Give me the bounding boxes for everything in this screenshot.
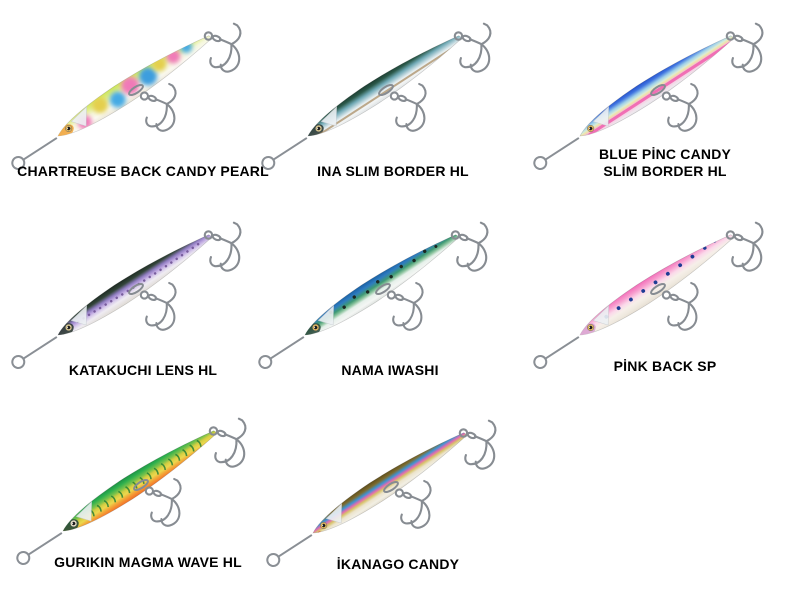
gill-flash <box>317 305 334 326</box>
lure-label-line: INA SLIM BORDER HL <box>317 163 469 179</box>
nose-wire <box>22 336 58 360</box>
treble-hook-icon <box>661 281 699 331</box>
nose-wire <box>22 137 58 161</box>
lure-body <box>304 234 459 336</box>
treble-hook-icon <box>389 82 427 132</box>
lure-image-pink-back-sp <box>533 221 764 369</box>
hook-hanger-icon <box>133 478 149 492</box>
treble-hook-icon <box>386 281 424 331</box>
lure-label-katakuchi-lens-hl: KATAKUCHI LENS HL <box>8 362 278 379</box>
lure-cell-katakuchi-lens-hl: KATAKUCHI LENS HL <box>0 199 270 399</box>
lure-image-blue-pinc-candy-slim-border-hl <box>533 22 764 170</box>
treble-hook-icon <box>458 419 497 470</box>
gill-flash <box>325 503 342 524</box>
nose-wire <box>27 532 63 556</box>
lure-body <box>57 234 212 336</box>
treble-hook-icon <box>394 479 432 529</box>
line-ring-icon <box>533 155 548 170</box>
lure-label-chartreuse-back-candy-pearl: CHARTREUSE BACK CANDY PEARL <box>8 163 278 180</box>
lure-label-ikanago-candy: İKANAGO CANDY <box>263 556 533 573</box>
lure-cell-pink-back-sp: PİNK BACK SP <box>522 199 792 399</box>
gill-flash <box>320 106 337 127</box>
nose-wire <box>269 336 305 360</box>
nose-wire <box>277 534 313 558</box>
nose-wire <box>544 137 580 161</box>
treble-hook-icon <box>139 281 177 331</box>
line-ring-icon <box>533 354 548 369</box>
hook-hanger-icon <box>375 282 391 296</box>
nose-wire <box>544 336 580 360</box>
hook-hanger-icon <box>128 282 144 296</box>
gill-flash <box>592 106 609 127</box>
treble-hook-icon <box>139 82 177 132</box>
lure-cell-ikanago-candy: İKANAGO CANDY <box>255 397 525 597</box>
line-ring-icon <box>11 354 26 369</box>
lure-body <box>579 35 734 137</box>
treble-hook-icon <box>725 22 764 73</box>
hook-hanger-icon <box>383 480 399 494</box>
lure-image-chartreuse-back-candy-pearl <box>11 22 242 170</box>
hook-hanger-icon <box>650 83 666 97</box>
lure-label-pink-back-sp: PİNK BACK SP <box>530 358 796 375</box>
line-ring-icon <box>16 550 31 565</box>
gill-flash <box>75 501 92 522</box>
lure-cell-chartreuse-back-candy-pearl: CHARTREUSE BACK CANDY PEARL <box>0 0 270 200</box>
lure-label-line: GURIKIN MAGMA WAVE HL <box>54 554 242 570</box>
treble-hook-icon <box>661 82 699 132</box>
lure-image-nama-iwashi <box>258 221 489 369</box>
lure-label-line: İKANAGO CANDY <box>336 556 460 572</box>
treble-hook-icon <box>203 221 242 272</box>
lure-image-katakuchi-lens-hl <box>11 221 242 369</box>
lure-body <box>307 35 462 137</box>
gill-flash <box>592 305 609 326</box>
gill-flash <box>70 106 87 127</box>
line-ring-icon <box>266 552 281 567</box>
gill-flash <box>70 305 87 326</box>
lure-label-line: PİNK BACK SP <box>613 358 717 374</box>
lure-cell-gurikin-magma-wave-hl: GURIKIN MAGMA WAVE HL <box>5 395 275 595</box>
lure-label-gurikin-magma-wave-hl: GURIKIN MAGMA WAVE HL <box>13 554 283 571</box>
treble-hook-icon <box>144 477 182 527</box>
lure-label-line: CHARTREUSE BACK CANDY PEARL <box>17 163 269 179</box>
line-ring-icon <box>11 155 26 170</box>
lure-label-nama-iwashi: NAMA IWASHI <box>255 362 525 379</box>
treble-hook-icon <box>453 22 492 73</box>
lure-image-gurikin-magma-wave-hl <box>16 417 247 565</box>
lure-image-ina-slim-border-hl <box>261 22 492 170</box>
lure-image-ikanago-candy <box>266 419 497 567</box>
lure-label-line: SLİM BORDER HL <box>603 163 727 179</box>
treble-hook-icon <box>203 22 242 73</box>
treble-hook-icon <box>450 221 489 272</box>
lure-body <box>312 432 467 534</box>
lure-label-ina-slim-border-hl: INA SLIM BORDER HL <box>258 163 528 180</box>
treble-hook-icon <box>208 417 247 468</box>
lure-label-line: NAMA IWASHI <box>341 362 439 378</box>
hook-hanger-icon <box>378 83 394 97</box>
hook-hanger-icon <box>650 282 666 296</box>
line-ring-icon <box>261 155 276 170</box>
lure-cell-ina-slim-border-hl: INA SLIM BORDER HL <box>250 0 520 200</box>
lure-label-line: BLUE PİNC CANDY <box>598 146 732 162</box>
treble-hook-icon <box>725 221 764 272</box>
hook-hanger-icon <box>128 83 144 97</box>
lure-cell-nama-iwashi: NAMA IWASHI <box>247 199 517 399</box>
nose-wire <box>272 137 308 161</box>
line-ring-icon <box>258 354 273 369</box>
lure-label-line: KATAKUCHI LENS HL <box>68 362 218 378</box>
